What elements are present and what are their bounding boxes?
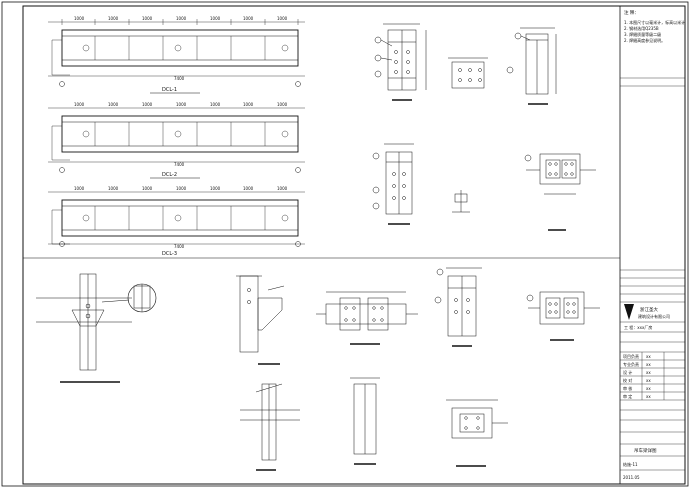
svg-text:1000: 1000 [74,16,85,21]
svg-text:1000: 1000 [74,102,85,107]
svg-text:1000: 1000 [243,16,254,21]
beam-elevation-dcl-2: 1000 1000 1000 1000 1000 1000 1000 7400 DCL-2 [48,102,305,179]
notes-heading: 注 释： [624,9,639,16]
detail-plate-lower-2 [350,377,380,465]
drawing-title: 吊车梁详图 [634,447,657,454]
note-1: 1. 本图尺寸以毫米计，标高以米计 [624,19,685,25]
detail-connection-2 [526,291,600,341]
svg-text:1000: 1000 [176,16,187,21]
company-name-line1: 浙江圣大 [640,306,658,313]
detail-corbel [236,275,285,365]
svg-text:1000: 1000 [142,16,153,21]
beam-label-dcl-1: DCL-1 [162,87,177,93]
svg-text:1000: 1000 [277,102,288,107]
role-5-label: 审 核 [623,385,632,391]
role-1-value: xx [646,354,651,359]
role-2-label: 专业负责 [623,361,639,367]
svg-text:1000: 1000 [243,102,254,107]
svg-text:1000: 1000 [210,186,221,191]
role-6-label: 审 定 [623,393,632,399]
detail-small-clip [452,190,470,213]
detail-stiffener [240,383,300,471]
detail-plate-lower-1 [434,267,482,347]
role-5-value: xx [646,386,651,391]
role-1-label: 项目负责 [623,353,639,359]
detail-plate-upper-1 [374,23,427,101]
span-dimension-1: 7400 [174,76,185,81]
inner-border [22,5,686,485]
beam-label-dcl-3: DCL-3 [162,251,177,257]
role-4-label: 校 对 [623,377,632,383]
detail-column-bracket [36,273,157,383]
svg-text:1000: 1000 [277,186,288,191]
note-2: 2. 钢材选用Q235B [624,25,659,31]
svg-text:1000: 1000 [142,102,153,107]
role-3-value: xx [646,370,651,375]
title-block: 注 释： 1. 本图尺寸以毫米计，标高以米计 2. 钢材选用Q235B 3. 焊… [620,9,685,480]
svg-text:1000: 1000 [176,186,187,191]
note-3: 3. 焊缝质量等级二级 [624,31,661,37]
svg-text:1000: 1000 [277,16,288,21]
detail-column-section-1 [506,27,557,105]
svg-text:1000: 1000 [142,186,153,191]
drawing-date: 2011.05 [623,475,640,480]
svg-text:1000: 1000 [74,186,85,191]
role-3-label: 设 计 [623,369,632,375]
role-2-value: xx [646,362,651,367]
svg-text:1000: 1000 [210,102,221,107]
beam-label-dcl-2: DCL-2 [162,172,177,178]
company-name-line2: 建筑设计有限公司 [638,313,670,319]
role-6-value: xx [646,394,651,399]
note-4: 2. 焊缝高度参见说明。 [624,37,665,43]
detail-plate-mid-1 [372,143,414,225]
detail-bolt-plate-1 [448,57,488,89]
svg-text:1000: 1000 [210,16,221,21]
role-4-value: xx [646,378,651,383]
svg-text:1000: 1000 [108,186,119,191]
svg-text:1000: 1000 [108,16,119,21]
svg-text:1000: 1000 [108,102,119,107]
company-logo-icon [624,304,634,320]
detail-bolt-plate-2 [446,399,508,467]
project-name: 工 程：xxx厂房 [624,324,652,330]
detail-connection-1 [524,153,596,231]
drawing-number: 结施-11 [623,461,638,467]
svg-text:1000: 1000 [176,102,187,107]
detail-splice-1 [316,291,418,345]
beam-elevation-dcl-1: 1000 1000 1000 1000 1000 1000 1000 7400 DCL-1 [48,16,305,94]
span-dimension-3: 7400 [174,244,185,249]
svg-text:1000: 1000 [243,186,254,191]
span-dimension-2: 7400 [174,162,185,167]
beam-elevation-dcl-3: 1000 1000 1000 1000 1000 1000 1000 7400 DCL-3 [48,186,305,257]
